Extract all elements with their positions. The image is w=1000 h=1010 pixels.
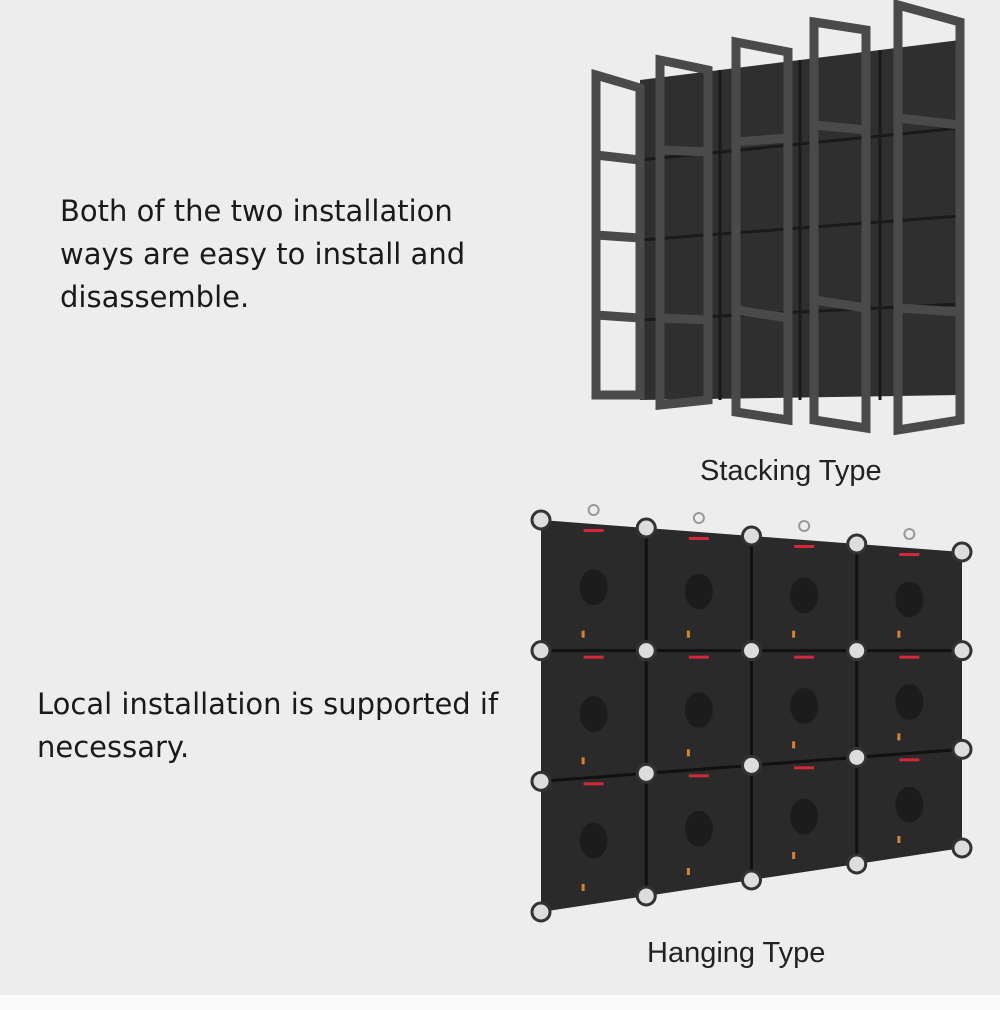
stacking-description: Both of the two installation ways are ea… — [60, 194, 466, 314]
stacking-frames — [591, 0, 965, 436]
hanging-type-caption: Hanging Type — [647, 937, 826, 969]
stacking-type-caption: Stacking Type — [700, 455, 882, 487]
bottom-strip — [0, 995, 1000, 1010]
hanging-description: Local installation is supported if neces… — [37, 687, 499, 764]
hanging-panel-details — [530, 504, 973, 923]
